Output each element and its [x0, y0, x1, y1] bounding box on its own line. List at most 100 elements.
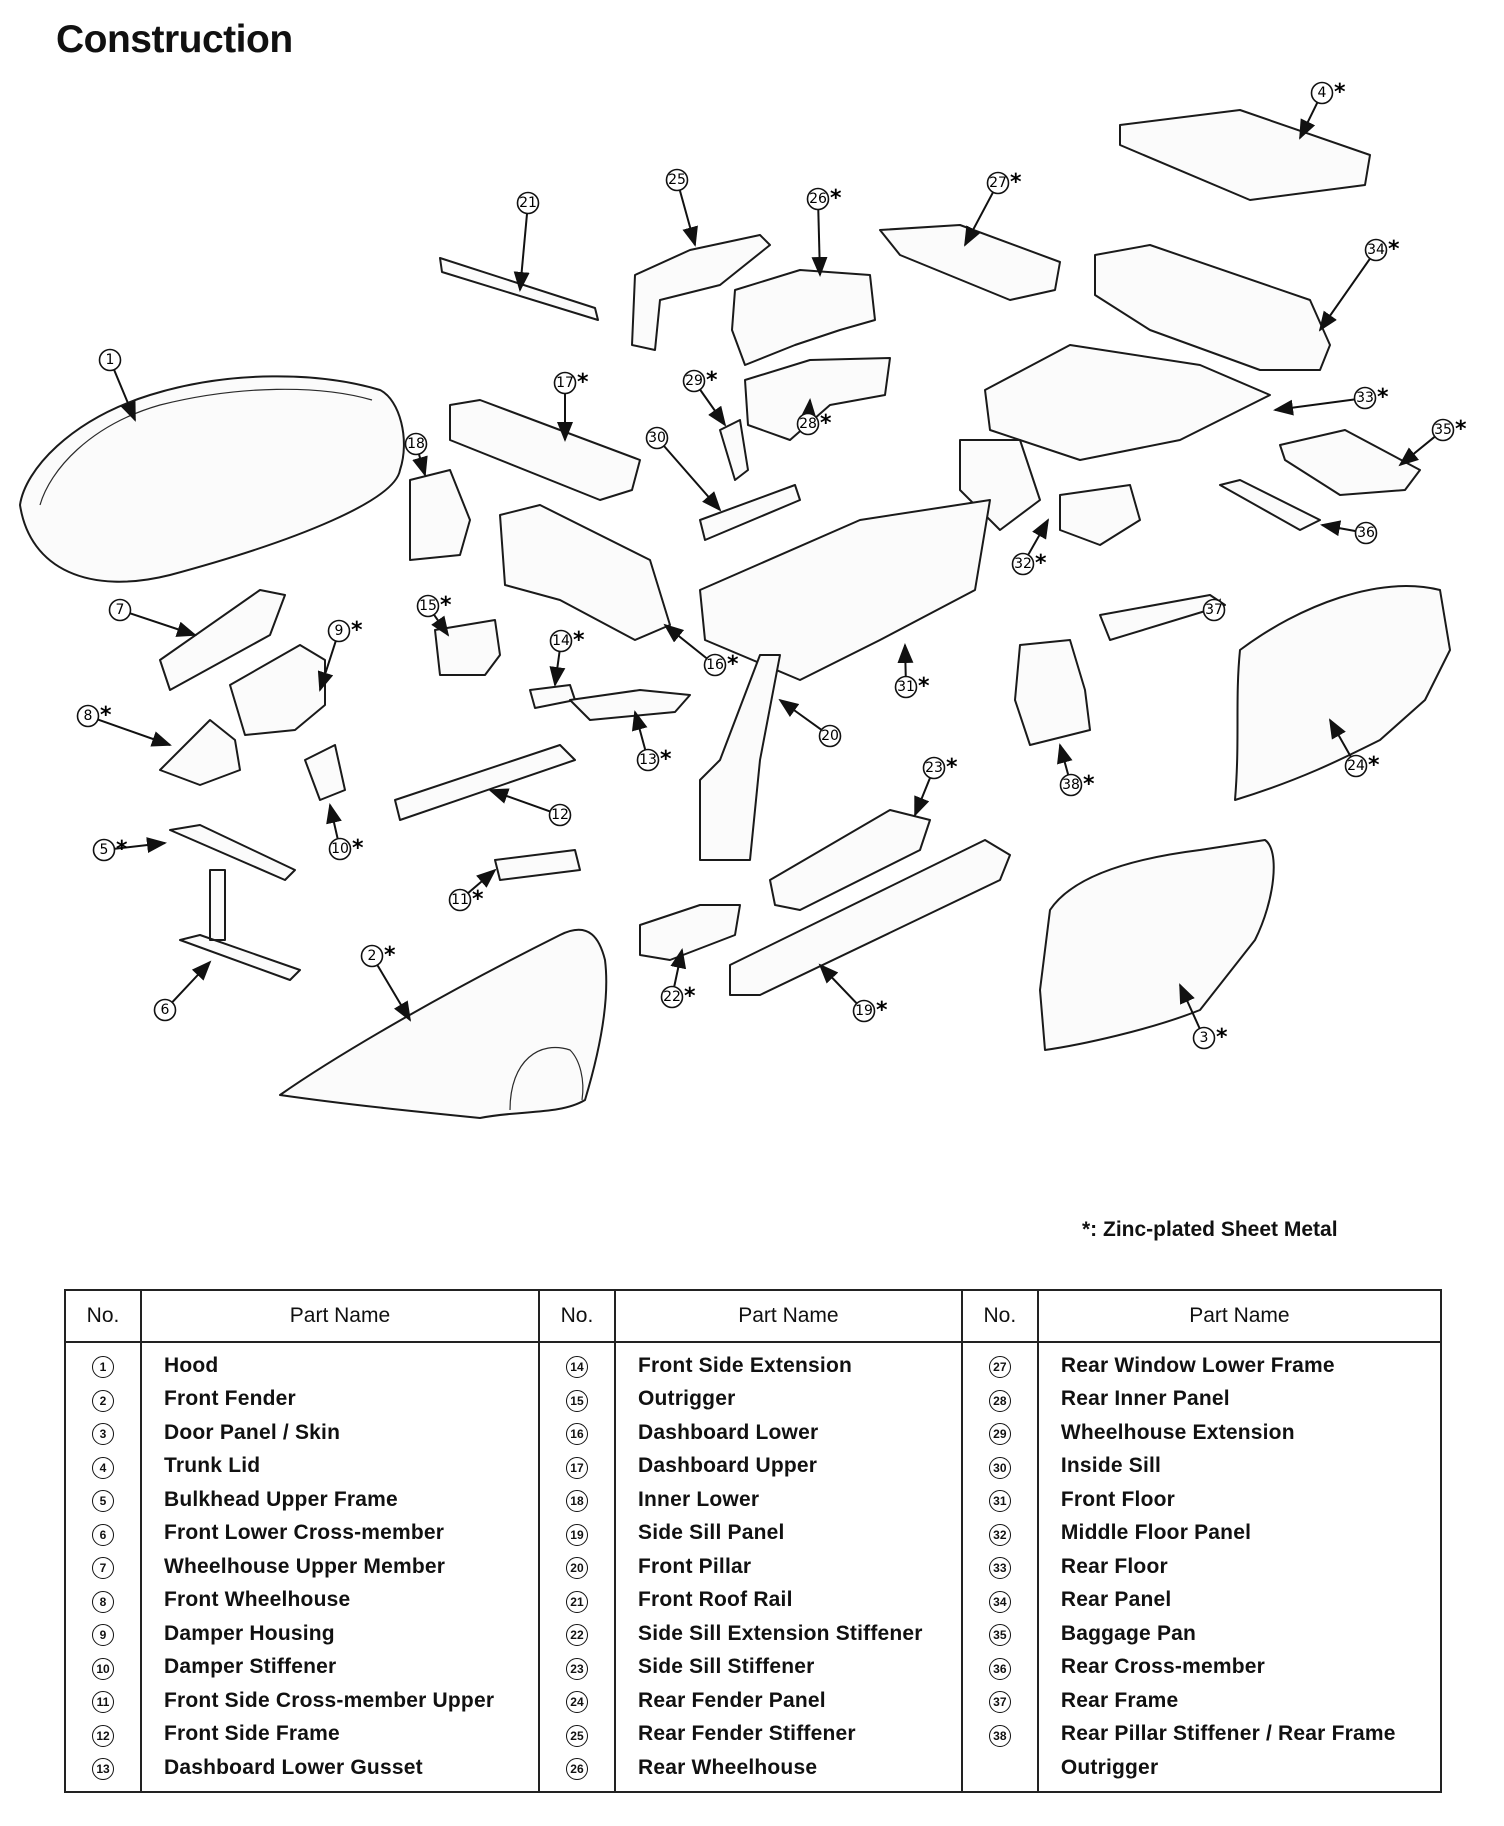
- zinc-star-marker: *: [1035, 551, 1047, 576]
- zinc-star-marker: *: [577, 370, 589, 395]
- zinc-star-marker: *: [1010, 170, 1022, 195]
- callout-number: 9: [335, 623, 344, 639]
- callout-14: 14*: [549, 628, 585, 687]
- part-name-cell: Rear Cross-member: [1036, 1650, 1443, 1684]
- part-number-cell: 18: [537, 1483, 616, 1517]
- callout-circle: [682, 369, 706, 393]
- callout-circle: [1310, 81, 1334, 105]
- part-rear-fender-stiffener: [631, 234, 771, 351]
- part-number-cell: 9: [64, 1617, 142, 1651]
- callout-26: 26*: [806, 186, 842, 277]
- part-middle-floor-panel: [959, 439, 1141, 546]
- part-name-cell: Rear Panel: [1036, 1583, 1443, 1617]
- callout-circle: [986, 171, 1010, 195]
- part-number-badge: 5: [92, 1490, 114, 1513]
- part-name-cell: Damper Stiffener: [140, 1650, 540, 1684]
- callout-circle: [549, 629, 573, 653]
- part-damper-housing: [229, 644, 326, 736]
- part-shapes: [19, 109, 1451, 1119]
- part-front-fender: [279, 928, 608, 1119]
- callout-circle: [806, 187, 830, 211]
- zinc-star-marker: *: [727, 652, 739, 677]
- callout-number: 13: [639, 752, 657, 768]
- zinc-star-marker: *: [384, 943, 396, 968]
- part-number-cell: 29: [960, 1416, 1039, 1450]
- part-rear-window-lower-frame: [879, 224, 1061, 301]
- part-name-cell: Trunk Lid: [140, 1449, 540, 1483]
- leader-line: [1273, 398, 1355, 416]
- part-number-cell: 30: [960, 1449, 1039, 1483]
- leader-line: [114, 837, 167, 853]
- part-name-cell: Front Side Cross-member Upper: [140, 1684, 540, 1718]
- leader-line: [549, 651, 566, 687]
- callout-6: 6: [153, 960, 212, 1022]
- callout-circle: [645, 426, 669, 450]
- zinc-star-marker: *: [1455, 417, 1467, 442]
- callout-number: 32: [1014, 556, 1032, 572]
- part-number-badge: 38: [988, 1724, 1011, 1747]
- callout-circle: [1202, 598, 1226, 622]
- leader-line: [1329, 718, 1352, 757]
- part-number-cell: 1: [64, 1342, 142, 1383]
- callout-circle: [76, 704, 100, 728]
- callout-circle: [98, 348, 122, 372]
- callout-number: 11: [451, 892, 469, 908]
- part-number-badge: 18: [565, 1490, 588, 1513]
- part-number-badge: 17: [565, 1456, 588, 1479]
- callout-number: 31: [897, 679, 915, 695]
- part-name-cell: Rear Frame: [1036, 1684, 1443, 1718]
- part-number-badge: 16: [565, 1423, 588, 1446]
- part-wheelhouse-extension: [719, 419, 749, 481]
- callout-number: 5: [100, 842, 109, 858]
- header-no-1: No.: [64, 1289, 142, 1343]
- leader-line: [811, 209, 828, 277]
- part-rear-pillar-stiffener: [1014, 639, 1091, 746]
- callout-number: 23: [925, 760, 943, 776]
- callout-36: 36: [1320, 520, 1378, 545]
- zinc-plated-legend: *: Zinc-plated Sheet Metal: [1082, 1218, 1338, 1241]
- part-number-badge: 14: [565, 1356, 588, 1379]
- callout-33: 33*: [1273, 385, 1389, 416]
- callout-13: 13*: [631, 710, 672, 772]
- part-rear-fender-panel: [1234, 585, 1451, 801]
- part-number-cell: 21: [537, 1583, 616, 1617]
- part-front-side-cross-member-upper: [494, 849, 581, 881]
- callout-number: 36: [1357, 525, 1375, 541]
- callout-10: 10*: [326, 803, 364, 861]
- part-number-badge: 36: [988, 1657, 1011, 1680]
- leader-line: [778, 698, 822, 731]
- part-number-cell: 5: [64, 1483, 142, 1517]
- zinc-star-marker: *: [946, 755, 958, 780]
- part-name-cell: Baggage Pan: [1036, 1617, 1443, 1651]
- callout-circle: [328, 837, 352, 861]
- header-part-name-1: Part Name: [140, 1289, 540, 1343]
- part-hood: [19, 375, 405, 583]
- part-number-cell: 34: [960, 1583, 1039, 1617]
- part-name-cell: Rear Pillar Stiffener / Rear Frame: [1036, 1717, 1443, 1751]
- zinc-star-marker: *: [1368, 753, 1380, 778]
- callout-circle: [796, 412, 820, 436]
- part-wheelhouse-upper-member: [159, 589, 286, 691]
- callout-number: 8: [84, 708, 93, 724]
- part-front-wheelhouse: [159, 719, 241, 786]
- callout-25: 25: [665, 168, 698, 247]
- exploded-body-diagram: 12*3*4*5*678*9*10*11*1213*14*15*16*17*18…: [19, 80, 1467, 1119]
- leader-line: [818, 963, 858, 1004]
- callout-number: 20: [821, 728, 839, 744]
- callout-17: 17*: [553, 370, 589, 442]
- leader-line: [513, 213, 530, 292]
- callout-number: 18: [407, 436, 425, 452]
- part-dashboard-lower-gusset: [569, 689, 691, 721]
- part-rear-inner-panel: [744, 357, 891, 441]
- callout-circle: [553, 371, 577, 395]
- callout-8: 8*: [76, 703, 172, 747]
- part-number-badge: 19: [565, 1523, 588, 1546]
- callout-12: 12: [488, 788, 572, 827]
- leader-line: [317, 641, 337, 692]
- part-number-cell: 3: [64, 1416, 142, 1450]
- zinc-star-marker: *: [100, 703, 112, 728]
- part-trunk-lid: [1119, 109, 1371, 201]
